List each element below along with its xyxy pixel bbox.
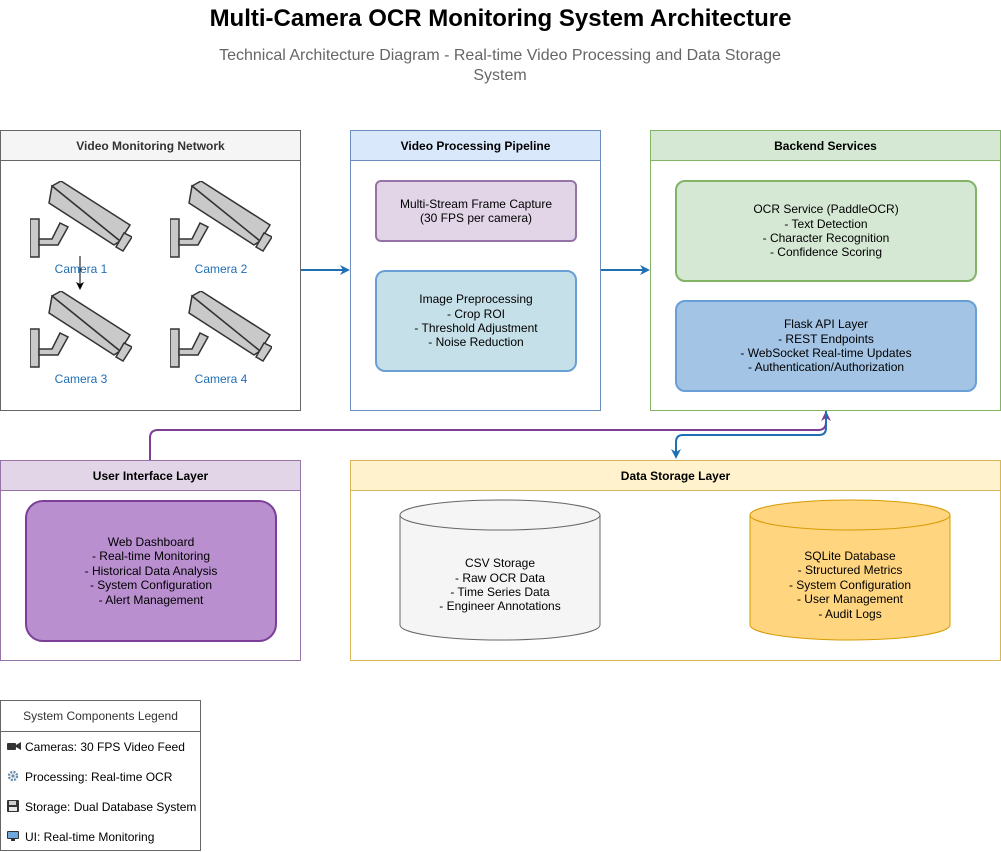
flask-api-box: Flask API Layer - REST Endpoints - WebSo…: [675, 300, 977, 392]
camera-1-icon: [30, 181, 132, 258]
ui-layer-group: User Interface Layer Web Dashboard - Rea…: [0, 460, 301, 661]
preprocessing-line1: Image Preprocessing: [419, 292, 533, 307]
diagram-subtitle: Technical Architecture Diagram - Real-ti…: [219, 47, 781, 84]
csv-line1: CSV Storage: [464, 556, 536, 571]
camera-icon: [7, 741, 21, 754]
floppy-disk-icon: [7, 799, 21, 815]
legend-item-storage: Storage: Dual Database System: [1, 792, 200, 822]
frame-capture-line1: Multi-Stream Frame Capture: [399, 196, 553, 211]
preprocessing-line4: - Noise Reduction: [428, 335, 524, 350]
camera-2-label: Camera 2: [194, 262, 248, 276]
image-preprocessing-box: Image Preprocessing - Crop ROI - Thresho…: [375, 270, 577, 372]
ui-to-backend-arrow: [149, 411, 831, 460]
csv-line3: - Time Series Data: [450, 585, 550, 599]
sqlite-line3: - System Configuration: [788, 577, 912, 592]
sqlite-line5: - Audit Logs: [818, 606, 882, 621]
camera-3-icon: [30, 291, 132, 368]
data-storage-title: Data Storage Layer: [351, 461, 1000, 491]
ocr-service-line4: - Confidence Scoring: [769, 245, 883, 260]
camera-3-label: Camera 3: [54, 372, 108, 386]
csv-line2: - Raw OCR Data: [454, 570, 546, 585]
legend-item-cameras: Cameras: 30 FPS Video Feed: [1, 732, 200, 762]
sqlite-line1: SQLite Database: [804, 548, 896, 563]
ocr-service-line2: - Text Detection: [784, 216, 868, 231]
sqlite-line2: - Structured Metrics: [797, 563, 903, 578]
flask-api-line1: Flask API Layer: [783, 317, 869, 332]
ocr-service-line3: - Character Recognition: [762, 231, 890, 245]
sqlite-database-text: SQLite Database - Structured Metrics - S…: [750, 530, 950, 640]
dashboard-line3: - Historical Data Analysis: [84, 563, 218, 578]
frame-capture-line2: (30 FPS per camera): [419, 211, 533, 225]
processing-pipeline-title: Video Processing Pipeline: [351, 131, 600, 161]
flask-api-line2: - REST Endpoints: [778, 331, 874, 346]
legend-item-processing: Processing: Real-time OCR: [1, 762, 200, 792]
ocr-service-box: OCR Service (PaddleOCR) - Text Detection…: [675, 180, 977, 282]
csv-line4: - Engineer Annotations: [439, 599, 561, 614]
preprocessing-line3: - Threshold Adjustment: [414, 321, 538, 335]
frame-capture-box: Multi-Stream Frame Capture (30 FPS per c…: [375, 180, 577, 242]
camera-4-label: Camera 4: [194, 372, 248, 386]
backend-services-title: Backend Services: [651, 131, 1000, 161]
backend-to-storage-arrow: [671, 411, 827, 459]
legend-label-ui: UI: Real-time Monitoring: [25, 830, 155, 844]
diagram-title: Multi-Camera OCR Monitoring System Archi…: [209, 5, 792, 32]
legend-label-processing: Processing: Real-time OCR: [25, 770, 173, 784]
ui-layer-title: User Interface Layer: [1, 461, 300, 491]
camera-1-label: Camera 1: [54, 262, 108, 276]
csv-storage-text: CSV Storage - Raw OCR Data - Time Series…: [400, 530, 600, 640]
sqlite-line4: - User Management: [796, 592, 904, 607]
web-dashboard-box: Web Dashboard - Real-time Monitoring - H…: [25, 500, 277, 642]
legend-item-ui: UI: Real-time Monitoring: [1, 822, 200, 852]
dashboard-line5: - Alert Management: [98, 592, 204, 607]
flask-api-line4: - Authentication/Authorization: [747, 360, 905, 375]
legend-label-cameras: Cameras: 30 FPS Video Feed: [25, 740, 185, 754]
flask-api-line3: - WebSocket Real-time Updates: [740, 346, 912, 360]
backend-services-group: Backend Services OCR Service (PaddleOCR)…: [650, 130, 1001, 411]
preprocessing-line2: - Crop ROI: [446, 306, 505, 321]
video-network-group: Video Monitoring Network Camera 1 Camera…: [0, 130, 301, 411]
dashboard-line4: - System Configuration: [89, 578, 213, 593]
legend-label-storage: Storage: Dual Database System: [25, 800, 197, 814]
camera-2-icon: [170, 181, 272, 258]
processing-pipeline-group: Video Processing Pipeline Multi-Stream F…: [350, 130, 601, 411]
monitor-icon: [7, 830, 21, 845]
ocr-service-line1: OCR Service (PaddleOCR): [753, 202, 899, 217]
gear-icon: [7, 770, 21, 785]
legend-panel: System Components Legend Cameras: 30 FPS…: [0, 700, 201, 851]
camera-4-icon: [170, 291, 272, 368]
video-network-title: Video Monitoring Network: [1, 131, 300, 161]
dashboard-line2: - Real-time Monitoring: [91, 549, 211, 564]
dashboard-line1: Web Dashboard: [107, 534, 195, 549]
legend-title: System Components Legend: [1, 701, 200, 732]
